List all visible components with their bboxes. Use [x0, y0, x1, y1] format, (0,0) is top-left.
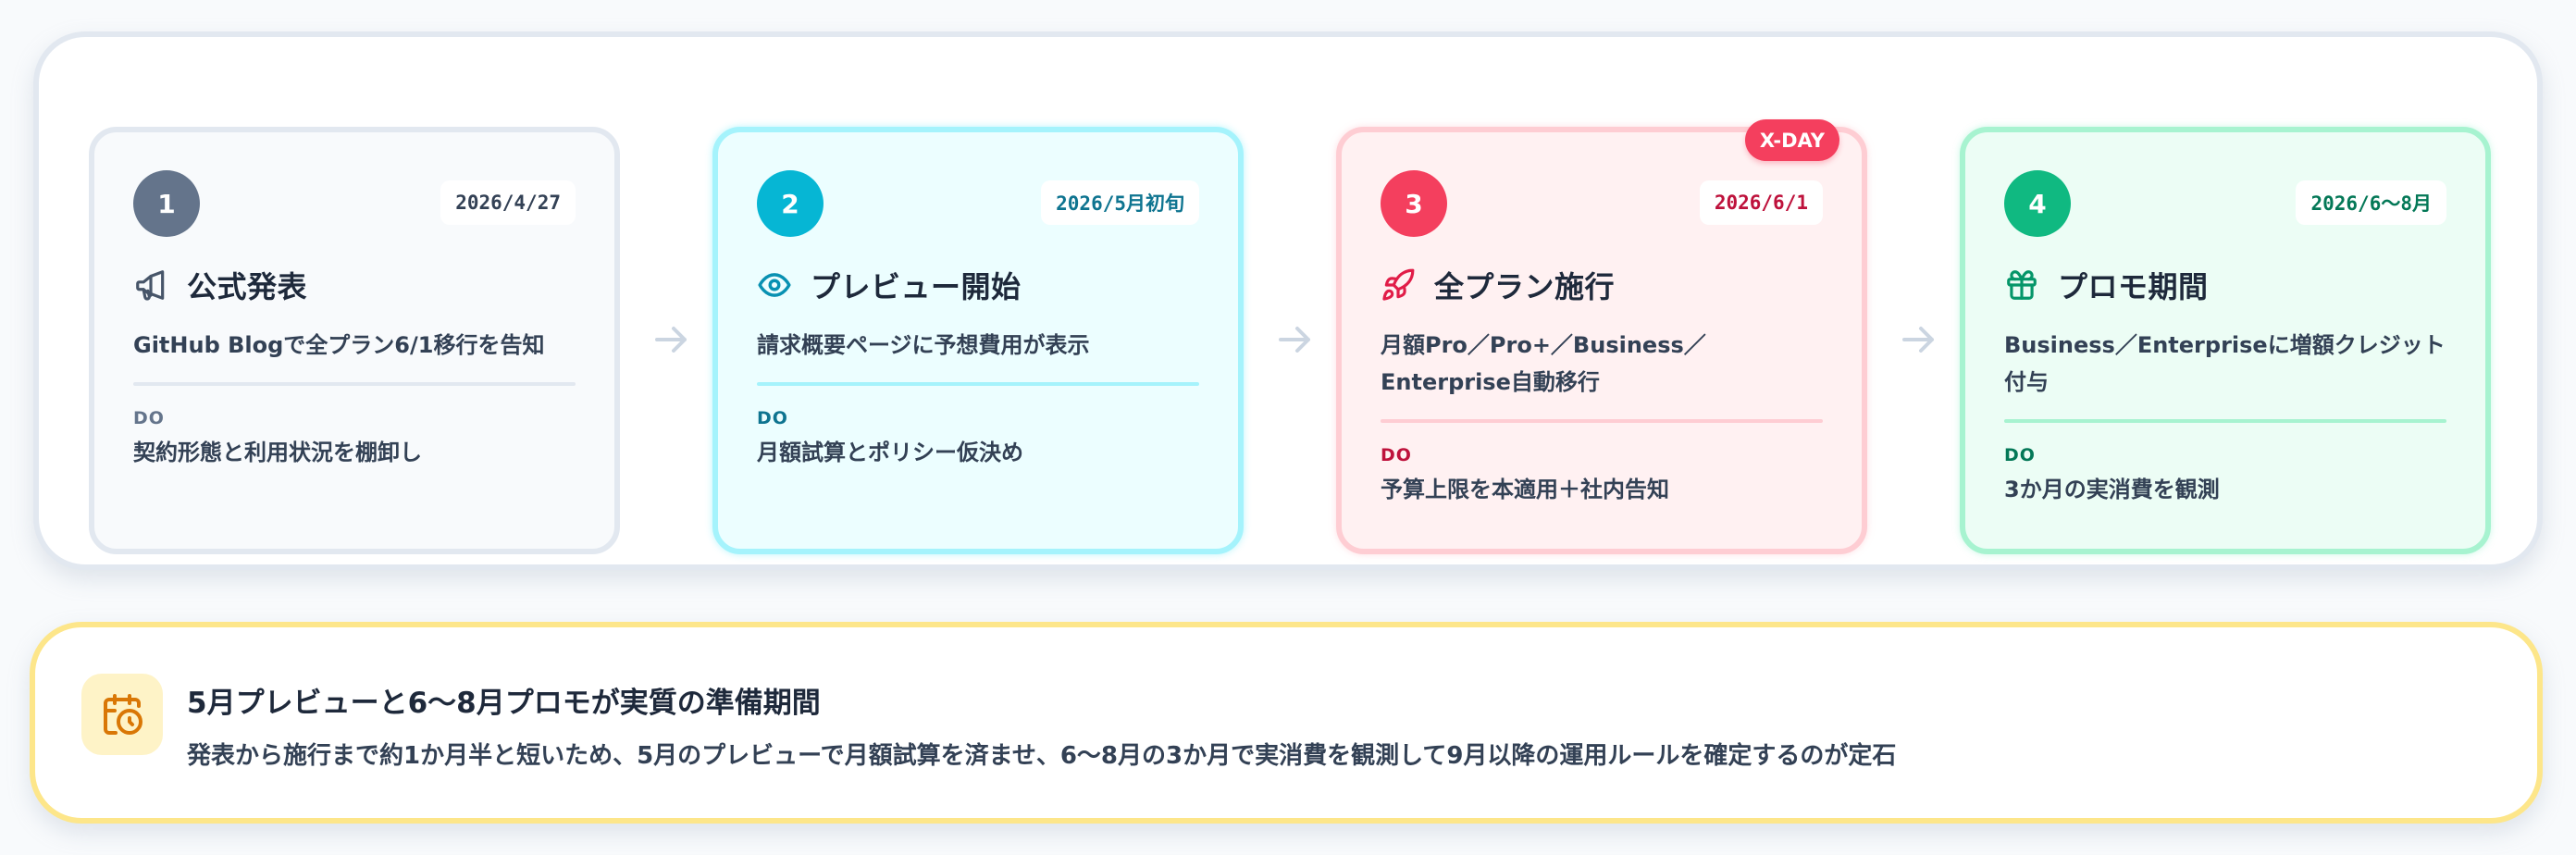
- step-date-badge: 2026/6〜8月: [2296, 180, 2446, 225]
- step-description: 請求概要ページに予想費用が表示: [757, 332, 1090, 358]
- step-divider: [2004, 419, 2446, 423]
- step-number-badge: 4: [2004, 170, 2071, 237]
- x-day-badge: X-DAY: [1744, 119, 1839, 161]
- step-title: プロモ期間: [2058, 269, 2209, 304]
- megaphone-icon: [136, 270, 165, 301]
- callout-banner: 5月プレビューと6〜8月プロモが実質の準備期間 発表から施行まで約1か月半と短い…: [30, 622, 2543, 824]
- callout-icon-box: [81, 674, 163, 755]
- step-date-badge: 2026/6/1: [1699, 180, 1823, 225]
- do-text: 3か月の実消費を観測: [2004, 477, 2220, 502]
- do-label: DO: [2004, 445, 2036, 465]
- step-divider: [1381, 419, 1823, 423]
- step-number-badge: 3: [1381, 170, 1447, 237]
- arrow-right-icon: [1279, 327, 1310, 353]
- timeline-step-preview: 2 2026/5月初旬 プレビュー開始 請求概要ページに予想費用が表示 DO 月…: [712, 127, 1244, 554]
- step-divider: [757, 382, 1199, 386]
- step-number-badge: 2: [757, 170, 824, 237]
- arrow-right-icon: [655, 327, 687, 353]
- callout-title: 5月プレビューと6〜8月プロモが実質の準備期間: [187, 687, 821, 720]
- step-description: GitHub Blogで全プラン6/1移行を告知: [133, 332, 545, 358]
- arrow-right-icon: [1902, 327, 1934, 353]
- do-label: DO: [757, 408, 788, 428]
- eye-icon: [758, 273, 791, 297]
- do-text: 予算上限を本適用＋社内告知: [1381, 477, 1669, 502]
- timeline-step-enforcement: X-DAY 3 2026/6/1 全プラン施行 月額Pro／Pro+／Busin…: [1336, 119, 1867, 554]
- step-title: 公式発表: [187, 269, 308, 304]
- timeline-step-announcement: 1 2026/4/27 公式発表 GitHub Blogで全プラン6/1移行を告…: [89, 127, 620, 554]
- callout-text: 発表から施行まで約1か月半と短いため、5月のプレビューで月額試算を済ませ、6〜8…: [187, 742, 1897, 770]
- timeline-step-promo: 4 2026/6〜8月 プロモ期間 Business／Enterpriseに増額…: [1960, 127, 2491, 554]
- do-label: DO: [1381, 445, 1412, 465]
- do-text: 月額試算とポリシー仮決め: [757, 440, 1023, 465]
- step-description: 月額Pro／Pro+／Business／Enterprise自動移行: [1381, 332, 1706, 395]
- step-title: 全プラン施行: [1434, 269, 1616, 304]
- do-label: DO: [133, 408, 165, 428]
- step-date-badge: 2026/4/27: [440, 180, 576, 225]
- gift-icon: [2007, 270, 2037, 300]
- rocket-icon: [1382, 268, 1415, 301]
- step-description: Business／Enterpriseに増額クレジット付与: [2004, 332, 2446, 395]
- step-divider: [133, 382, 576, 386]
- do-text: 契約形態と利用状況を棚卸し: [133, 440, 422, 465]
- step-title: プレビュー開始: [811, 269, 1022, 304]
- timeline-panel: 1 2026/4/27 公式発表 GitHub Blogで全プラン6/1移行を告…: [33, 31, 2543, 570]
- step-number-badge: 1: [133, 170, 200, 237]
- calendar-clock-icon: [104, 694, 142, 735]
- step-date-badge: 2026/5月初旬: [1041, 180, 1199, 225]
